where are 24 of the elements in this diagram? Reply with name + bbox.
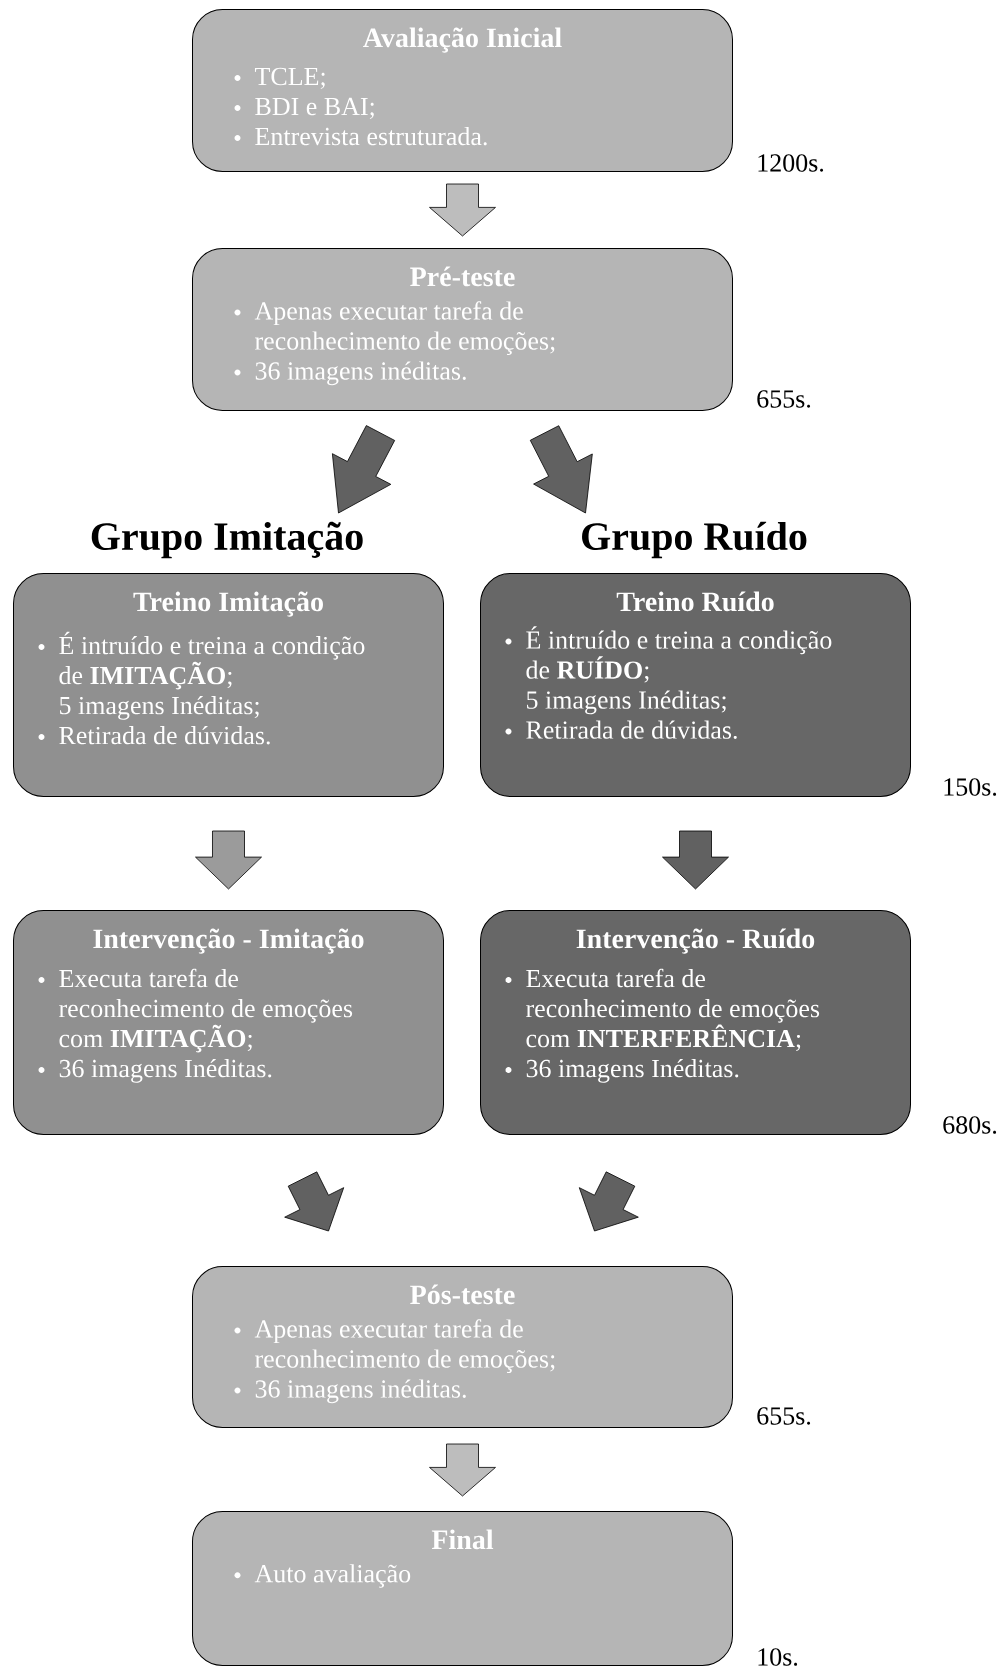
- block-arrow: [284, 1171, 345, 1232]
- process-box: Treino Imitação É intruído e treina a condição de IMITAÇÃO; 5 imagens Inéditas; Retirada de dúvidas.: [13, 573, 444, 797]
- duration-label: 655s.: [757, 1407, 811, 1425]
- block-arrow: [429, 183, 496, 237]
- duration-label: 1200s.: [758, 154, 824, 172]
- process-box: Final Auto avaliação: [192, 1511, 733, 1666]
- duration-label: 150s.: [944, 778, 997, 796]
- process-box: Pós-teste Apenas executar tarefa de reconhecimento de emoções; 36 imagens inéditas.: [192, 1266, 733, 1428]
- block-arrow: [195, 830, 262, 890]
- duration-label: 680s.: [943, 1116, 997, 1134]
- process-box: Treino Ruído É intruído e treina a condição de RUÍDO; 5 imagens Inéditas; Retirada de dúvidas.: [480, 573, 911, 797]
- block-arrow: [662, 830, 729, 890]
- group-heading: Grupo Imitação: [91, 521, 363, 559]
- process-box: Avaliação Inicial TCLE; BDI e BAI; Entrevista estruturada.: [192, 9, 733, 172]
- process-box: Pré-teste Apenas executar tarefa de reconhecimento de emoções; 36 imagens inéditas.: [192, 248, 733, 411]
- block-arrow: [529, 425, 593, 514]
- block-arrow: [332, 425, 396, 514]
- process-box: Intervenção - Ruído Executa tarefa de reconhecimento de emoções com INTERFERÊNCIA; 36 imagens Inéditas.: [480, 910, 911, 1135]
- block-arrow: [429, 1443, 496, 1497]
- group-heading: Grupo Ruído: [582, 521, 807, 559]
- process-box: Intervenção - Imitação Executa tarefa de reconhecimento de emoções com IMITAÇÃO; 36 imagens Inéditas.: [13, 910, 444, 1135]
- duration-label: 10s.: [758, 1648, 798, 1666]
- block-arrow: [578, 1171, 639, 1232]
- duration-label: 655s.: [757, 390, 811, 408]
